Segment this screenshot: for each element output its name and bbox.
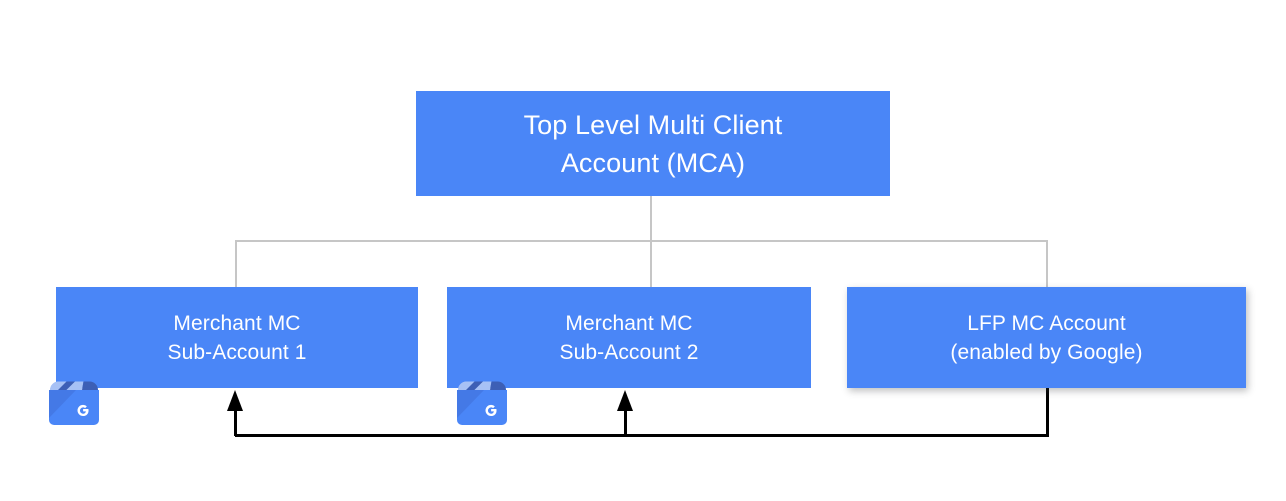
flow-line-from-lfp: [1046, 388, 1049, 437]
connector-horizontal-bus: [235, 240, 1048, 242]
google-business-profile-icon: [448, 366, 516, 434]
flow-line-horizontal: [235, 434, 1049, 437]
connector-drop-to-merchant-2: [650, 240, 652, 288]
flow-arrowhead-merchant-2: [617, 390, 633, 411]
flow-arrowhead-merchant-1: [227, 390, 243, 411]
google-business-profile-icon: [40, 366, 108, 434]
node-merchant-sub-account-1[interactable]: Merchant MC Sub-Account 1: [56, 287, 418, 388]
node-merchant-sub-account-2[interactable]: Merchant MC Sub-Account 2: [447, 287, 811, 388]
connector-trunk-from-mca: [650, 196, 652, 242]
connector-drop-to-lfp: [1046, 240, 1048, 288]
flow-stem-to-merchant-2: [624, 404, 627, 436]
node-lfp-mc-account[interactable]: LFP MC Account (enabled by Google): [847, 287, 1246, 388]
node-top-level-mca[interactable]: Top Level Multi Client Account (MCA): [416, 91, 890, 196]
flow-stem-to-merchant-1: [234, 404, 237, 436]
connector-drop-to-merchant-1: [235, 240, 237, 288]
